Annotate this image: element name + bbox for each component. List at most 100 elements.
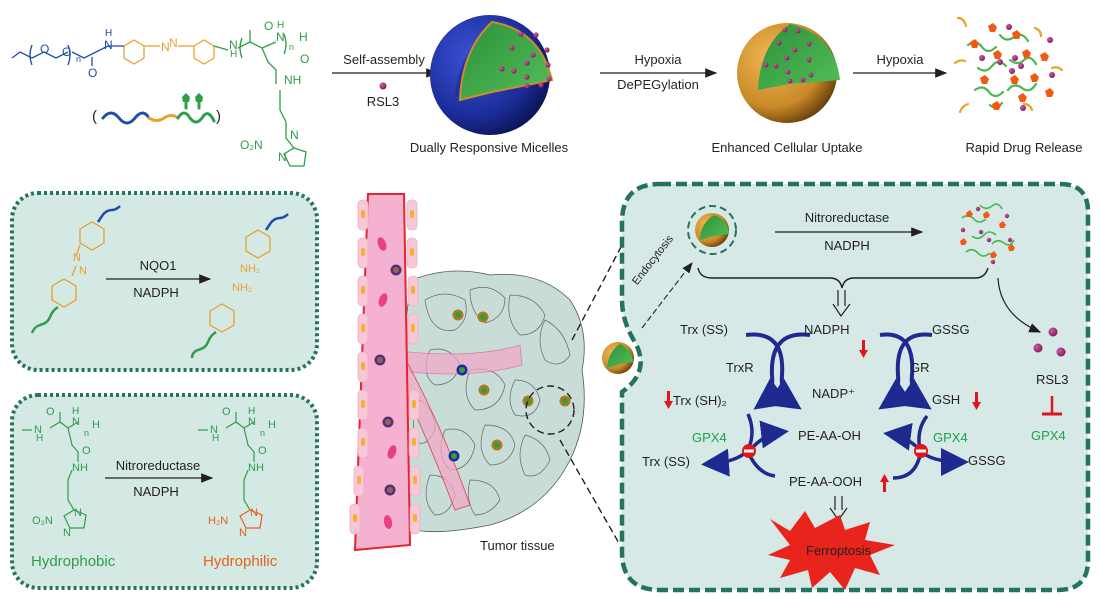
azo-benzene-left xyxy=(123,39,145,65)
nitro-right-o2: O xyxy=(258,445,267,457)
nitro-right-side-nh: NH xyxy=(248,462,264,474)
node-trx-sh2: Trx (SH)₂ xyxy=(673,393,727,408)
cell-reagent-below: NADPH xyxy=(824,238,870,253)
node-gr: GR xyxy=(910,360,930,375)
node-nadph: NADPH xyxy=(804,322,850,337)
azo-reagent-above: NQO1 xyxy=(139,258,177,273)
nitro-left-subn: n xyxy=(84,428,90,438)
polymer-backbone-subn: n xyxy=(289,42,295,52)
azo-right-nh2-a: NH₂ xyxy=(240,263,261,275)
node-trx-ss-top: Trx (SS) xyxy=(680,322,728,337)
nitro-structure-right xyxy=(198,412,263,529)
polymer-azo-n1: N xyxy=(161,40,170,54)
polymer-atom-o2: O xyxy=(62,45,72,59)
azo-benzene-right xyxy=(193,39,215,65)
peg-bracket-right xyxy=(67,44,71,66)
step2-label-below: DePEGylation xyxy=(617,77,699,92)
nitro-left-ring-n1: N xyxy=(74,507,82,519)
micelle-gold xyxy=(737,23,840,123)
polymer-backbone-n: N xyxy=(276,30,285,44)
released-drug-cluster xyxy=(953,16,1064,114)
gr-arcs xyxy=(878,332,933,410)
caption-uptake: Enhanced Cellular Uptake xyxy=(711,140,863,155)
azo-structure-left xyxy=(30,205,121,334)
node-gpx4-right: GPX4 xyxy=(933,430,968,445)
trxr-arcs xyxy=(745,332,811,410)
caption-release: Rapid Drug Release xyxy=(965,140,1083,155)
nitro-left-n: N xyxy=(34,424,42,436)
hydrophobic-label: Hydrophobic xyxy=(31,553,116,570)
nitro-left-endh: H xyxy=(92,419,100,431)
peg-bracket-left xyxy=(29,44,33,66)
polymer-nh: N xyxy=(229,38,238,52)
brace xyxy=(697,267,989,289)
polymer-amide-n: N xyxy=(104,38,113,52)
ferroptosis-burst xyxy=(768,511,895,590)
node-pe-aa-oh: PE-AA-OH xyxy=(798,428,861,443)
cell-reagent-above: Nitroreductase xyxy=(804,210,890,225)
node-gsh: GSH xyxy=(932,392,961,407)
panel-azo-bg xyxy=(10,191,319,372)
step1-label-above: Self-assembly xyxy=(343,52,425,67)
polymer-nitro: O₂N xyxy=(240,138,263,152)
polymer-amide-o: O xyxy=(88,66,98,80)
cartoon-paren-open: ( xyxy=(92,108,97,125)
rsl3-dot xyxy=(379,82,387,90)
polymer-azo-n2: N xyxy=(169,36,178,50)
polymer-amide-h: H xyxy=(105,28,113,39)
cell-drug-cluster xyxy=(960,203,1015,265)
nitro-right-h2: H xyxy=(248,406,256,417)
step3-label-above: Hypoxia xyxy=(876,52,924,67)
nitro-right-ring-n2: N xyxy=(239,527,247,539)
nitro-reagent-above: Nitroreductase xyxy=(115,458,201,473)
polymer-nh-h: H xyxy=(230,49,238,60)
polymer-structure xyxy=(11,30,307,167)
polymer-backbone-nh: H xyxy=(277,20,285,31)
nitro-right-subn: n xyxy=(260,428,266,438)
micelle-blue xyxy=(430,15,554,135)
ferroptosis-label: Ferroptosis xyxy=(806,543,872,558)
tumor-tissue-caption: Tumor tissue xyxy=(480,538,555,553)
tumor-tissue-graphic xyxy=(349,193,623,552)
nitro-reagent-below: NADPH xyxy=(133,484,179,499)
amide-link xyxy=(71,45,109,59)
nitro-left-nitro: O₂N xyxy=(32,515,53,527)
polymer-oxygen: O xyxy=(264,19,274,33)
nitro-left-side-nh: NH xyxy=(72,462,88,474)
cartoon-paren-close: ) xyxy=(216,108,221,125)
azo-reagent-below: NADPH xyxy=(133,285,179,300)
gpx4-inhibited-label: GPX4 xyxy=(1031,428,1066,443)
zoom-circle xyxy=(525,385,575,435)
cell-membrane xyxy=(619,181,1091,593)
node-gssg-top: GSSG xyxy=(932,322,970,337)
azo-left-n1: N xyxy=(73,252,81,264)
nitro-right-ring-n1: N xyxy=(250,507,258,519)
rsl3-label: RSL3 xyxy=(1036,372,1069,387)
nitro-left-ring-n2: N xyxy=(63,527,71,539)
step2-label-above: Hypoxia xyxy=(634,52,682,67)
hydrophilic-label: Hydrophilic xyxy=(203,553,278,570)
nitro-left-n2: N xyxy=(72,416,80,428)
azo-structure-right xyxy=(190,213,289,359)
nitro-right-amino: H₂N xyxy=(208,515,229,527)
node-trx-ss-bottom: Trx (SS) xyxy=(642,454,690,469)
step1-label-below: RSL3 xyxy=(366,94,400,109)
nitro-left-h2: H xyxy=(72,406,80,417)
polymer-side-nh: NH xyxy=(284,73,302,87)
nitro-right-n2: N xyxy=(248,416,256,428)
nitro-right-endh: H xyxy=(268,419,276,431)
polymer-end-h: H xyxy=(299,30,308,44)
polymer-ring-n2: N xyxy=(278,150,287,164)
nitro-right-h: H xyxy=(212,433,220,444)
nitro-left-h: H xyxy=(36,433,44,444)
node-nadp: NADP⁺ xyxy=(812,386,855,401)
imidazole-ring xyxy=(283,147,307,167)
node-gssg-bottom: GSSG xyxy=(968,453,1006,468)
polymer-peg-n: n xyxy=(76,54,82,64)
polymer-atom-o: O xyxy=(40,42,50,56)
nitro-structure-left xyxy=(22,412,87,529)
nitro-right-n: N xyxy=(210,424,218,436)
polymer-side-o: O xyxy=(300,52,310,66)
panel-nitro-bg xyxy=(10,393,319,590)
